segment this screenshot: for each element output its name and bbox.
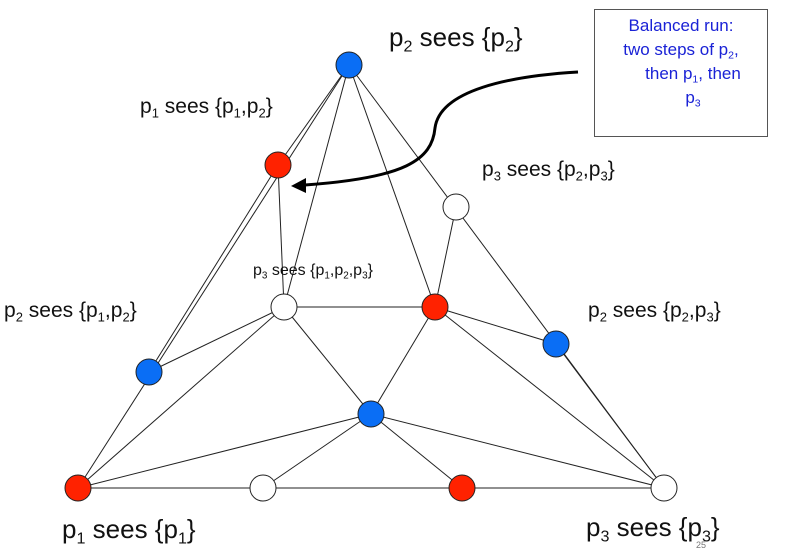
label-center: p3 sees {p1,p2,p3} <box>253 262 373 282</box>
label-top: p2 sees {p2} <box>389 22 523 56</box>
label-left-lower: p2 sees {p1,p2} <box>4 299 137 325</box>
edge-center-left-center-bottom <box>283 306 372 415</box>
edge-center-right-center-bottom <box>370 306 436 415</box>
callout-box: Balanced run: two steps of p2, then p1, … <box>594 9 768 137</box>
edge-center-bottom-bottom-right <box>370 413 665 489</box>
edge-top-left-mid <box>277 64 350 166</box>
node-bottom-left <box>64 474 92 502</box>
edge-right-upper-center-right <box>434 206 457 308</box>
edge-center-left-bottom-left <box>77 306 285 489</box>
edge-center-bottom-bottom-mid-left <box>262 413 372 489</box>
label-left-mid: p1 sees {p1,p2} <box>140 95 273 121</box>
label-bottom-left: p1 sees {p1} <box>62 514 196 548</box>
node-bottom-mid-right <box>448 474 476 502</box>
node-center-right <box>421 293 449 321</box>
node-top <box>335 51 363 79</box>
page-number: 25 <box>696 540 707 550</box>
label-right-upper: p3 sees {p2,p3} <box>482 158 615 184</box>
node-left-lower <box>135 358 163 386</box>
label-bottom-right: p3 sees {p3} <box>586 512 720 546</box>
callout-line-3: then p1, then <box>645 64 741 86</box>
node-bottom-right <box>650 474 678 502</box>
node-bottom-mid-left <box>249 474 277 502</box>
edge-bottom-left-top <box>77 64 350 489</box>
node-center-bottom <box>357 400 385 428</box>
edge-top-center-left <box>283 64 350 308</box>
node-center-left <box>270 293 298 321</box>
edge-center-bottom-bottom-mid-right <box>370 413 463 489</box>
edge-left-mid-left-lower <box>148 164 279 373</box>
edges-group <box>77 64 665 489</box>
nodes-group <box>64 51 678 502</box>
callout-line-1: Balanced run: <box>628 16 734 35</box>
edge-center-left-left-lower <box>148 306 285 373</box>
callout-line-2: two steps of p2, <box>623 40 739 62</box>
node-right-upper <box>442 193 470 221</box>
edge-right-lower-bottom-right <box>555 343 665 489</box>
node-right-lower <box>542 330 570 358</box>
node-left-mid <box>264 151 292 179</box>
edge-center-right-right-lower <box>434 306 557 345</box>
edge-left-mid-center-left <box>277 164 285 308</box>
edge-top-center-right <box>348 64 436 308</box>
callout-arrow-head <box>291 178 306 193</box>
label-right-lower: p2 sees {p2,p3} <box>588 299 721 325</box>
callout-line-4: p3 <box>685 88 701 110</box>
callout-arrow <box>304 70 579 187</box>
edge-center-bottom-bottom-left <box>77 413 372 489</box>
edge-center-right-bottom-right <box>434 306 665 489</box>
